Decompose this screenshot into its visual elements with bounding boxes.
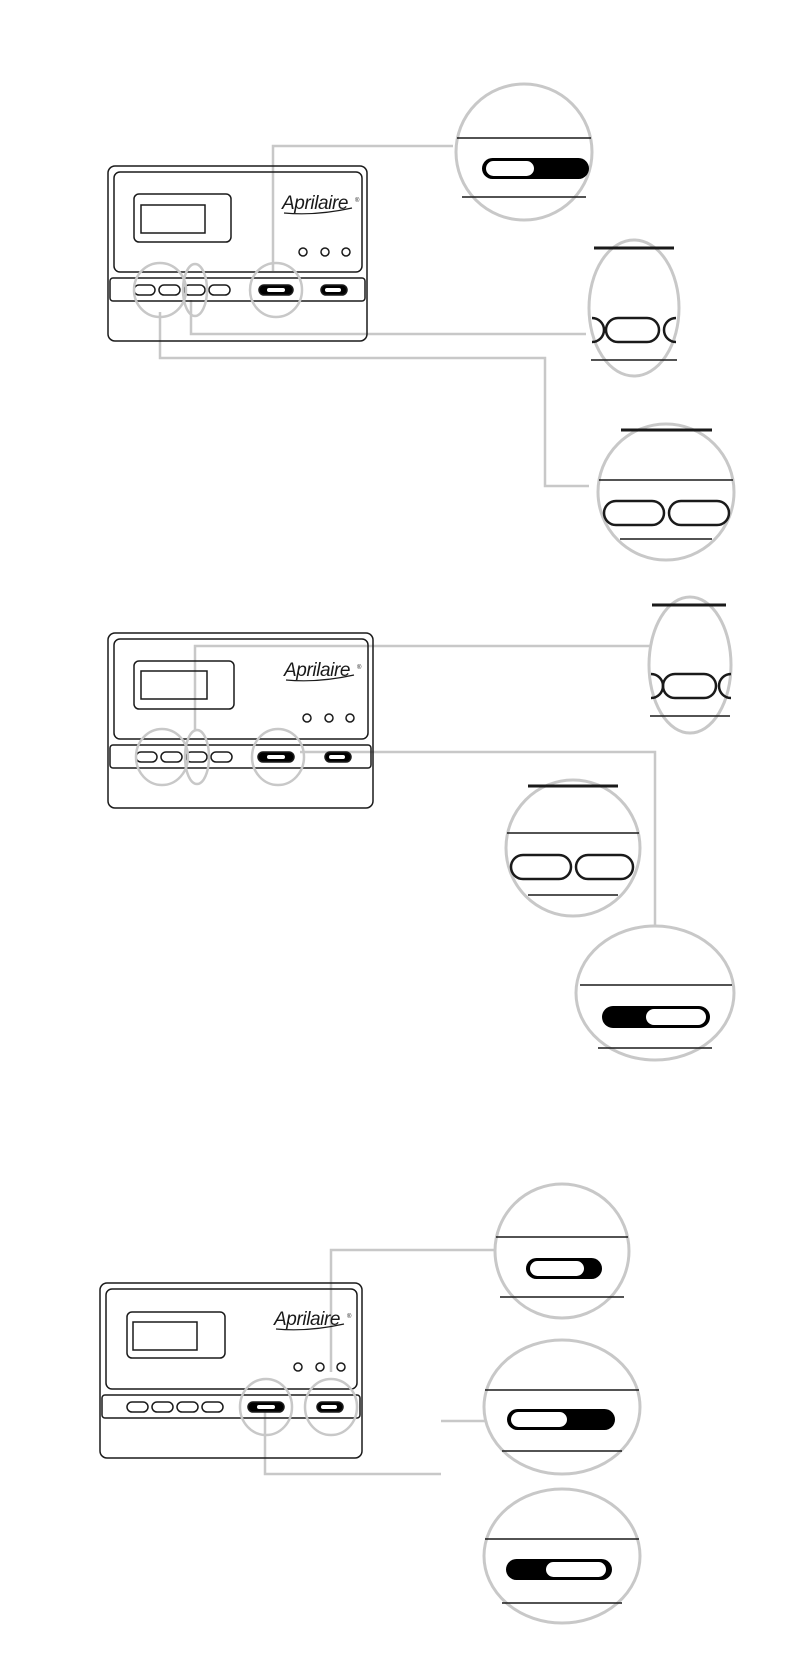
fan-switch-slider	[267, 288, 285, 292]
zoom-button-gap	[649, 597, 731, 733]
callout-line-button-pair	[160, 312, 589, 486]
mode-switch-slider	[329, 755, 345, 759]
zoom-button-pair	[506, 780, 640, 916]
indicator-light	[325, 714, 333, 722]
zoom-mode-switch	[495, 1184, 629, 1318]
lcd-display-bezel	[127, 1312, 225, 1358]
thermostat-upper-panel	[114, 639, 368, 739]
control-button	[134, 285, 155, 295]
zoom-button-gap	[589, 240, 679, 376]
figure-2: Aprilaire ®	[108, 597, 734, 1060]
lcd-display	[141, 671, 207, 699]
indicator-light	[303, 714, 311, 722]
slide-switch-knob	[546, 1562, 606, 1577]
highlight-button-pair	[136, 729, 188, 785]
lcd-display	[133, 1322, 197, 1350]
mode-switch-slider	[321, 1405, 337, 1409]
mode-switch-slider	[325, 288, 341, 292]
zoom-fan-switch	[484, 1340, 640, 1474]
figure-3: Aprilaire ®	[100, 1184, 640, 1623]
fan-switch-slider	[267, 755, 285, 759]
indicator-light	[342, 248, 350, 256]
slide-switch-knob	[486, 161, 534, 176]
indicator-light	[316, 1363, 324, 1371]
highlight-button-pair	[134, 263, 186, 317]
registered-mark: ®	[347, 1313, 352, 1320]
indicator-light	[299, 248, 307, 256]
control-button	[202, 1402, 223, 1412]
control-button	[177, 1402, 198, 1412]
callout-line-button-gap	[191, 300, 586, 334]
control-button	[159, 285, 180, 295]
control-button	[209, 285, 230, 295]
lcd-display	[141, 205, 205, 233]
zoom-fan-switch	[484, 1489, 640, 1623]
lcd-display-bezel	[134, 661, 234, 709]
callout-line-mode-switch	[331, 1250, 498, 1372]
zoom-button-pair	[598, 424, 734, 560]
slide-switch-knob	[646, 1009, 706, 1025]
registered-mark: ®	[357, 664, 362, 671]
control-button	[127, 1402, 148, 1412]
zoom-fan-switch	[456, 84, 592, 220]
lcd-display-bezel	[134, 194, 231, 242]
callout-line-button-gap	[195, 646, 654, 731]
zoom-fan-switch	[576, 926, 734, 1060]
slide-switch-knob	[530, 1261, 584, 1276]
slide-switch-knob	[511, 1412, 567, 1427]
control-button	[152, 1402, 173, 1412]
registered-mark: ®	[355, 197, 360, 204]
figure-1: Aprilaire ®	[108, 84, 734, 560]
control-button	[161, 752, 182, 762]
control-button	[136, 752, 157, 762]
thermostat-upper-panel	[106, 1289, 357, 1389]
indicator-light	[294, 1363, 302, 1371]
thermostat-upper-panel	[114, 172, 362, 272]
indicator-light	[321, 248, 329, 256]
control-button	[211, 752, 232, 762]
indicator-light	[337, 1363, 345, 1371]
indicator-light	[346, 714, 354, 722]
fan-switch-slider	[257, 1405, 275, 1409]
